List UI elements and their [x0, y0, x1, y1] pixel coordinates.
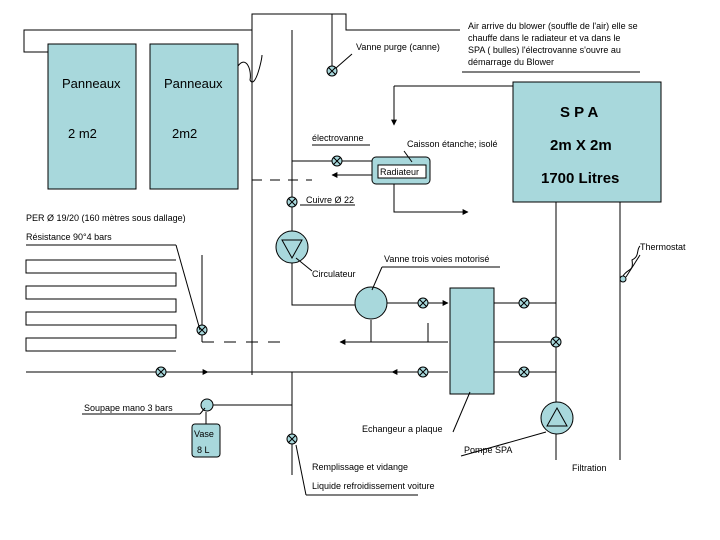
label-electrovanne: électrovanne [312, 133, 364, 143]
label-thermostat: Thermostat [640, 242, 686, 252]
label-blower-4: démarrage du Blower [468, 57, 554, 67]
valve-spa-top [518, 297, 530, 309]
pipe-radiator-spa [393, 184, 469, 215]
label-blower-1: Air arrive du blower (souffle de l'air) … [468, 21, 638, 31]
valve-exch-in [417, 297, 429, 309]
label-echangeur: Echangeur a plaque [362, 424, 443, 434]
three-way-valve [354, 286, 388, 320]
labels: Vanne purge (canne) Air arrive du blower… [26, 21, 686, 491]
label-resistance: Résistance 90°4 bars [26, 232, 112, 242]
valve-exch-out [417, 366, 429, 378]
thermostat-wire [622, 245, 641, 277]
panel-area: 2m2 [172, 126, 197, 141]
label-remplissage: Remplissage et vidange [312, 462, 408, 472]
panel-title: Panneaux [62, 76, 121, 91]
spa-size: 2m X 2m [550, 137, 612, 154]
spa-pump [540, 401, 574, 435]
pipe-floor-heating [25, 259, 177, 352]
radiator-label: Radiateur [380, 167, 419, 177]
sensors [237, 54, 641, 283]
plate-heat-exchanger [449, 287, 495, 395]
solar-panel-1: Panneaux 2 m2 [47, 43, 137, 190]
pressure-gauge [200, 398, 214, 412]
pipe-circ-valve [291, 262, 356, 306]
label-blower-2: chauffe dans le radiateur et va dans le [468, 33, 620, 43]
label-purge: Vanne purge (canne) [356, 42, 440, 52]
label-pompe: Pompe SPA [464, 445, 512, 455]
label-vanne3: Vanne trois voies motorisé [384, 254, 489, 264]
panel-title: Panneaux [164, 76, 223, 91]
panel-area: 2 m2 [68, 126, 97, 141]
pipe-top [23, 13, 460, 53]
thermostat-sensor [619, 275, 627, 283]
spa-tank: S P A 2m X 2m 1700 Litres [512, 81, 662, 203]
label-caisson: Caisson étanche; isolé [407, 139, 498, 149]
spa-title: S P A [560, 104, 599, 121]
label-per: PER Ø 19/20 (160 mètres sous dallage) [26, 213, 186, 223]
label-liquide: Liquide refroidissement voiture [312, 481, 435, 491]
label-circulateur: Circulateur [312, 269, 356, 279]
valve-return [155, 366, 167, 378]
label-cuivre: Cuivre Ø 22 [306, 195, 354, 205]
panel-sensor-wire [237, 54, 263, 83]
callouts [26, 53, 641, 496]
valve-purge [326, 65, 338, 77]
vase-label: Vase [194, 429, 214, 439]
radiator-caisson: Radiateur [371, 156, 431, 185]
label-filtration: Filtration [572, 463, 607, 473]
label-blower-3: SPA ( bulles) l'électrovanne s'ouvre au [468, 45, 621, 55]
valves [155, 65, 562, 445]
solar-panel-2: Panneaux 2m2 [149, 43, 239, 190]
expansion-vessel: Vase 8 L [191, 398, 221, 458]
spa-volume: 1700 Litres [541, 170, 619, 187]
vase-volume: 8 L [197, 445, 210, 455]
circulator-pump [275, 230, 309, 264]
valve-fill [286, 433, 298, 445]
valve-spa-bottom [518, 366, 530, 378]
pipe-valve-bypass [370, 320, 429, 343]
label-soupape: Soupape mano 3 bars [84, 403, 173, 413]
valve-spa-mid [550, 336, 562, 348]
valve-cuivre [286, 196, 298, 208]
valve-electrovanne [331, 155, 343, 167]
